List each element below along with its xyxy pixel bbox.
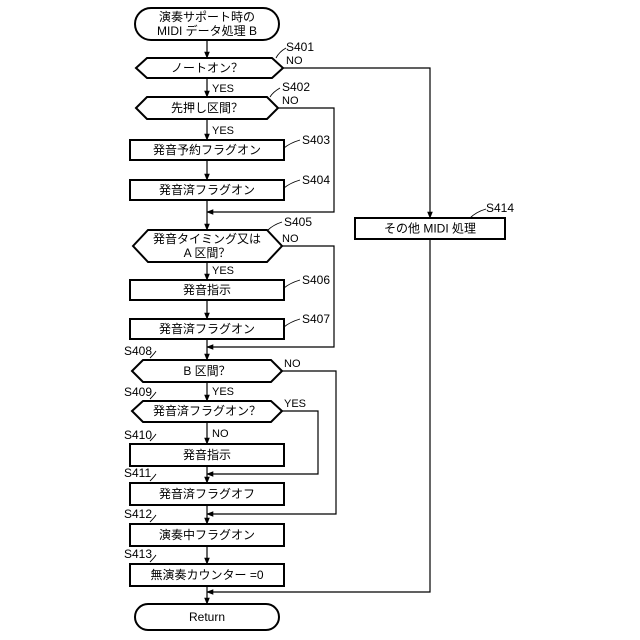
s414-text: その他 MIDI 処理	[384, 222, 476, 236]
process-s413: 無演奏カウンター =0	[130, 564, 284, 586]
s403-text: 発音予約フラグオン	[153, 142, 261, 157]
step-label-s406: S406	[302, 273, 330, 287]
s412-text: 演奏中フラグオン	[159, 527, 255, 542]
step-label-s408: S408	[124, 344, 152, 358]
s410-text: 発音指示	[183, 447, 231, 462]
s409-text: 発音済フラグオン？	[153, 403, 261, 418]
process-s406: 発音指示	[130, 280, 284, 300]
step-label-s402: S402	[282, 80, 310, 94]
s413-text: 無演奏カウンター =0	[150, 567, 263, 582]
process-s411: 発音済フラグオフ	[130, 483, 284, 505]
start-line-2: MIDI データ処理 B	[157, 23, 257, 38]
decision-s405: 発音タイミング又は A 区間？	[133, 230, 282, 262]
step-label-s410: S410	[124, 428, 152, 442]
end-terminal: Return	[135, 604, 279, 630]
step-label-s401: S401	[286, 40, 314, 54]
decision-s409: 発音済フラグオン？	[132, 401, 282, 422]
s404-text: 発音済フラグオン	[159, 182, 255, 197]
step-label-s409: S409	[124, 385, 152, 399]
step-label-s405: S405	[284, 215, 312, 229]
process-s403: 発音予約フラグオン	[130, 140, 284, 160]
s405-line-2: A 区間？	[184, 246, 231, 260]
s402-no-label: NO	[282, 95, 299, 107]
start-terminal: 演奏サポート時の MIDI データ処理 B	[135, 8, 279, 40]
process-s414: その他 MIDI 処理	[355, 218, 505, 239]
process-s407: 発音済フラグオン	[130, 319, 284, 339]
decision-s408: B 区間？	[132, 360, 282, 382]
step-label-s414: S414	[486, 201, 514, 215]
decision-s402: 先押し区間？	[136, 97, 278, 119]
s405-line-1: 発音タイミング又は	[153, 231, 261, 246]
step-label-s412: S412	[124, 507, 152, 521]
s409-yes-label: YES	[284, 398, 306, 410]
decision-s401: ノートオン？	[136, 58, 283, 78]
s409-no-label: NO	[212, 428, 229, 440]
step-label-s407: S407	[302, 312, 330, 326]
step-label-s411: S411	[124, 466, 151, 480]
s411-text: 発音済フラグオフ	[159, 486, 255, 501]
step-label-s413: S413	[124, 547, 152, 561]
s401-no-label: NO	[286, 55, 303, 67]
step-label-s404: S404	[302, 173, 330, 187]
s408-yes-label: YES	[212, 386, 234, 398]
s407-text: 発音済フラグオン	[159, 321, 255, 336]
s402-text: 先押し区間？	[171, 101, 243, 115]
s402-yes-label: YES	[212, 125, 234, 137]
s405-no-label: NO	[282, 233, 299, 245]
s401-yes-label: YES	[212, 83, 234, 95]
s401-text: ノートオン？	[171, 61, 243, 75]
return-text: Return	[189, 610, 225, 624]
s406-text: 発音指示	[183, 282, 231, 297]
process-s404: 発音済フラグオン	[130, 180, 284, 200]
step-label-s403: S403	[302, 133, 330, 147]
s408-text: B 区間？	[183, 364, 230, 378]
s405-yes-label: YES	[212, 265, 234, 277]
start-line-1: 演奏サポート時の	[159, 9, 255, 24]
s408-no-label: NO	[284, 358, 301, 370]
process-s412: 演奏中フラグオン	[130, 524, 284, 546]
process-s410: 発音指示	[130, 444, 284, 466]
